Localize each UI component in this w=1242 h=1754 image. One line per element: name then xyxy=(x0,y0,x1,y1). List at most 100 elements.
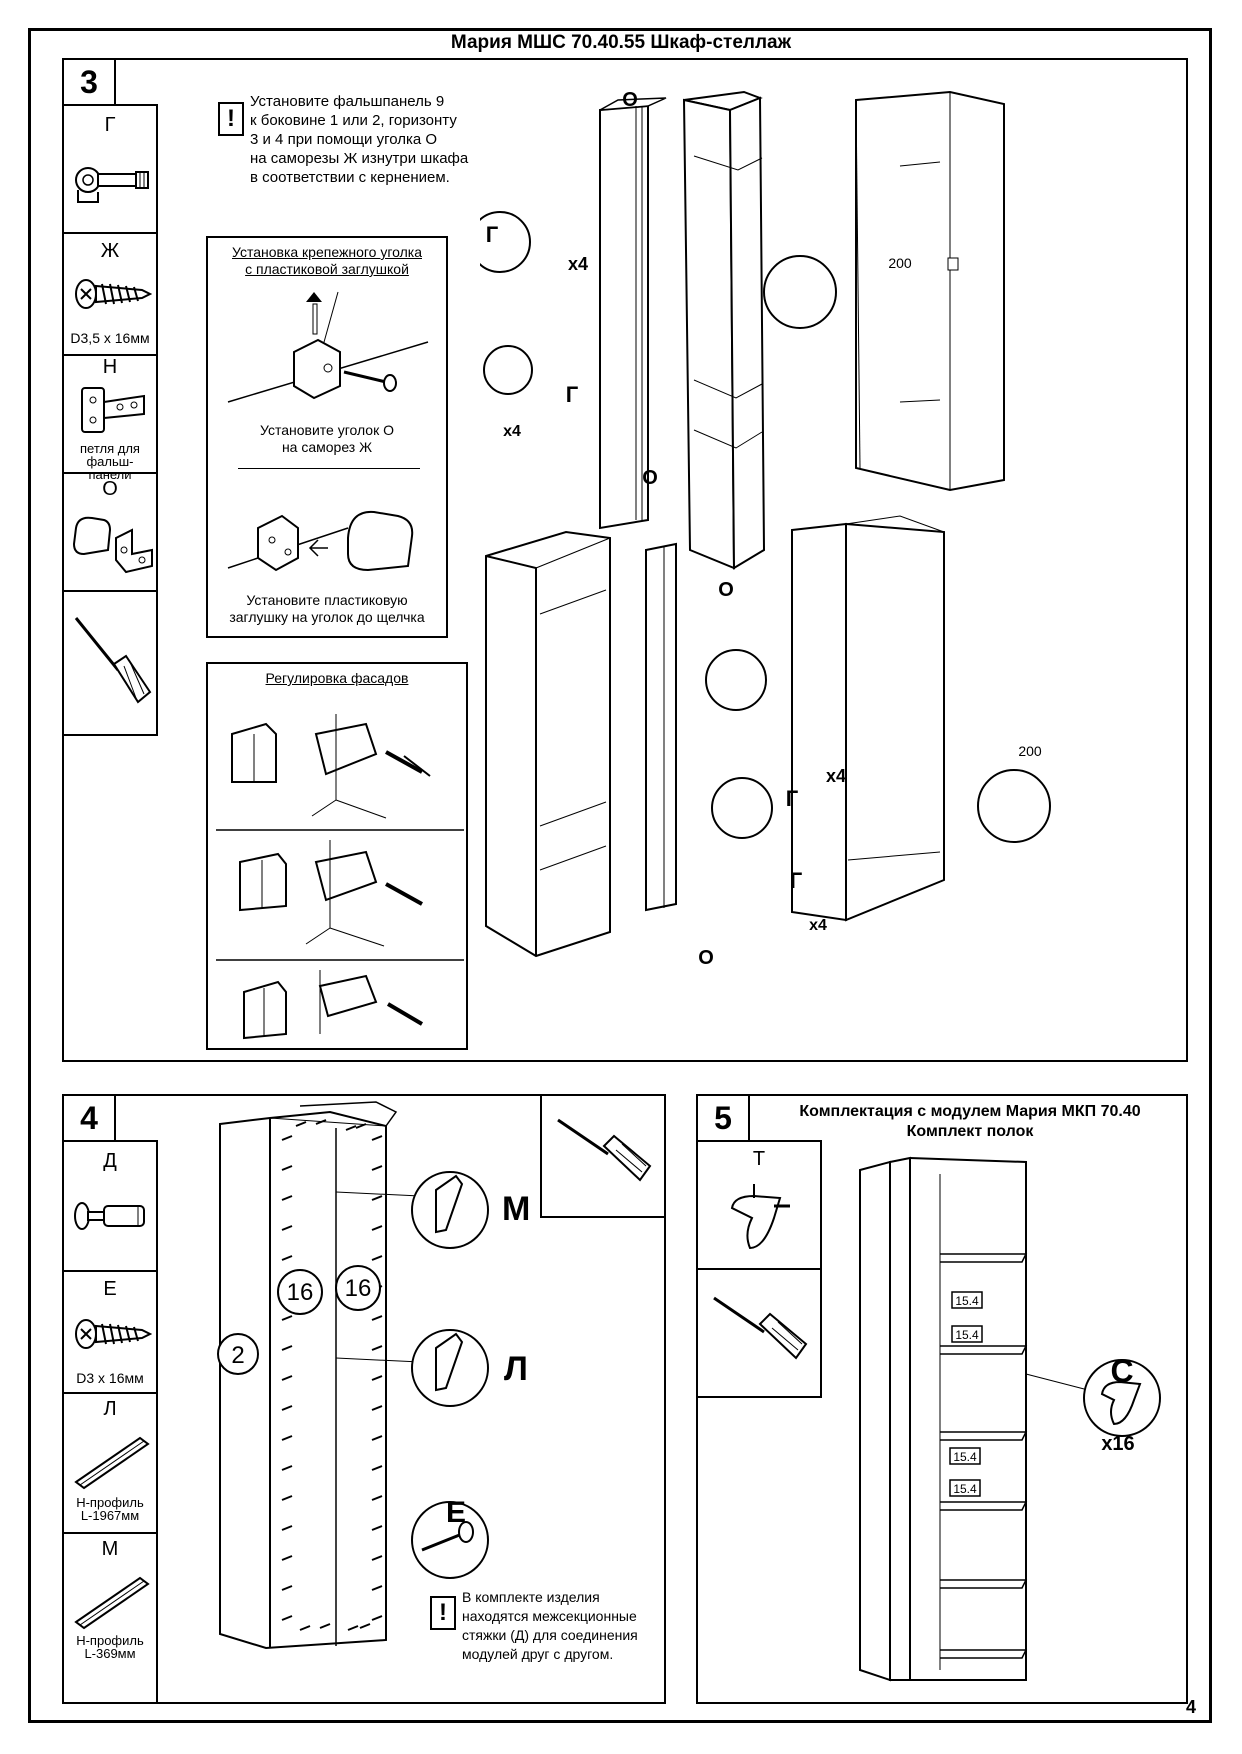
h-profile-short-icon xyxy=(74,1576,150,1630)
callout-g-4: Г xyxy=(790,868,803,893)
cam-detail-circle-4 xyxy=(711,777,773,839)
bracket-cap-diagram xyxy=(227,510,414,572)
count-circle-2 xyxy=(335,1265,381,1311)
section-5-shelf-diagram: 15.4 15.4 15.4 15.4 С х16 xyxy=(859,1156,1161,1682)
shelf-label-2: 15.4 xyxy=(955,1328,979,1342)
callout-o-4: О xyxy=(698,947,714,969)
callout-g: Г xyxy=(486,222,499,247)
bracket-caption1-line1: Установите уголок О xyxy=(260,422,394,438)
page-title: Мария МШС 70.40.55 Шкаф-стеллаж xyxy=(450,32,792,53)
callout-x4-2: х4 xyxy=(503,423,521,440)
bracket-caption-1: Установите уголок О на саморез Ж xyxy=(208,422,446,456)
part-zh-size: D3,5 х 16мм xyxy=(70,330,150,346)
part-l-label: Л xyxy=(103,1398,117,1420)
callout-x4-3: х4 xyxy=(826,766,846,786)
facade-adjust-box: Регулировка фасадов xyxy=(206,662,468,1050)
bracket-title-line2: с пластиковой заглушкой xyxy=(245,261,409,277)
section-5-title-line2: Комплект полок xyxy=(906,1123,1034,1140)
cam-detail-circle-2 xyxy=(483,345,533,395)
bracket-caption1-line2: на саморез Ж xyxy=(281,439,373,455)
cabinet-diagram-2 xyxy=(855,90,1005,492)
part-l-note-line1: Н-профиль xyxy=(76,1495,144,1510)
shelf-support-icon xyxy=(730,1184,790,1250)
part-m-note-line1: Н-профиль xyxy=(76,1633,144,1648)
cabinet-diagram-3 xyxy=(485,530,677,958)
wood-screw-icon xyxy=(75,279,152,309)
shelf-label-4: 15.4 xyxy=(953,1482,977,1496)
callout-count-2: 16 xyxy=(345,1275,372,1302)
hinge-detail-circle-1 xyxy=(763,255,837,329)
part-zh-label: Ж xyxy=(100,240,120,262)
warning-icon-2: ! xyxy=(430,1596,456,1630)
count-circle-1 xyxy=(277,1269,323,1315)
callout-dim-1: 200 xyxy=(888,255,912,271)
section-3-number: 3 xyxy=(62,58,116,106)
screwdriver-cell xyxy=(64,592,156,738)
screwdriver-icon-3 xyxy=(713,1296,808,1360)
part-t-label: Т xyxy=(752,1148,766,1170)
instruction-line: к боковине 1 или 2, горизонту xyxy=(250,112,457,129)
callout-dim-2: 200 xyxy=(1018,743,1042,759)
section-4-warning: В комплекте изделия находятся межсекцион… xyxy=(462,1588,662,1664)
part-zh-cell: Ж D3,5 х 16мм xyxy=(64,234,156,356)
instruction-line: 3 и 4 при помощи уголка О xyxy=(250,131,438,148)
corner-bracket-icon xyxy=(72,516,153,574)
callout-o-top: О xyxy=(622,89,638,111)
facade-box-title: Регулировка фасадов xyxy=(265,670,409,686)
part-g-cell: Г xyxy=(64,106,156,234)
bracket-divider xyxy=(238,468,420,469)
warning-icon: ! xyxy=(218,102,244,136)
bracket-box-title: Установка крепежного уголка с пластиково… xyxy=(208,244,446,278)
warning-line: находятся межсекционные xyxy=(462,1608,637,1624)
part-m-note: Н-профиль L-369мм xyxy=(64,1634,156,1660)
instruction-line: в соответствии с кернением. xyxy=(250,169,450,186)
section-3-parts-column: Г Ж D3,5 х 16мм Н петля для фальш-панели xyxy=(62,104,158,736)
part-e-label: Е xyxy=(103,1278,117,1300)
bracket-caption-2: Установите пластиковую заглушку на уголо… xyxy=(208,592,446,626)
callout-x4-4: х4 xyxy=(809,917,827,934)
facade-adjust-diagrams xyxy=(216,714,464,1040)
connector-bolt-icon xyxy=(74,1202,145,1230)
section-3-cabinet-diagrams xyxy=(480,90,1051,958)
warning-line: стяжки (Д) для соединения xyxy=(462,1627,638,1643)
part-n-label: Н xyxy=(102,356,118,378)
wood-screw-icon-2 xyxy=(75,1319,152,1349)
callout-panel-2: 2 xyxy=(231,1342,244,1369)
part-m-cell: М Н-профиль L-369мм xyxy=(64,1534,156,1670)
instruction-line: на саморезы Ж изнутри шкафа xyxy=(250,150,469,167)
shelves xyxy=(940,1253,1028,1659)
section-4-assembly-diagram: М Л Е 16 16 2 xyxy=(217,1101,530,1650)
screwdriver-icon-2 xyxy=(557,1118,652,1182)
page-number: 4 xyxy=(1185,1697,1196,1717)
callout-m: М xyxy=(502,1190,530,1228)
bracket-install-box: Установка крепежного уголка с пластиково… xyxy=(206,236,448,638)
part-m-label: М xyxy=(101,1538,119,1560)
facade-adjust-step-3 xyxy=(243,970,424,1040)
bracket-caption2-line1: Установите пластиковую xyxy=(246,592,408,608)
callout-count-1: 16 xyxy=(287,1279,314,1306)
callout-c: С xyxy=(1110,1353,1133,1389)
instruction-line: Установите фальшпанель 9 xyxy=(250,93,445,110)
callout-x4: х4 xyxy=(568,254,588,274)
callout-o-3: О xyxy=(718,579,734,601)
screwdriver-icon xyxy=(74,617,152,704)
panel-circle-2 xyxy=(217,1333,259,1375)
part-d-label: Д xyxy=(103,1150,117,1172)
part-o-cell: О xyxy=(64,474,156,592)
screwdriver-cell-3 xyxy=(698,1270,820,1400)
part-t-cell: Т xyxy=(698,1142,820,1270)
warning-line: В комплекте изделия xyxy=(462,1589,600,1605)
section-5-parts-column: Т xyxy=(696,1140,822,1398)
section-3-callouts: Г х4 Г х4 О О 200 Г х4 Г х4 О О 200 xyxy=(486,89,1042,969)
page-frame xyxy=(28,28,1212,1723)
cam-detail-circle-1 xyxy=(480,211,531,273)
callout-g-2: Г xyxy=(566,382,579,407)
callout-x16: х16 xyxy=(1101,1433,1134,1455)
section-5-title: Комплектация с модулем Мария МКП 70.40 К… xyxy=(752,1102,1188,1142)
section-5-number: 5 xyxy=(696,1094,750,1142)
shelf-label-1: 15.4 xyxy=(955,1294,979,1308)
cabinet-diagram-4 xyxy=(791,515,945,922)
part-g-label: Г xyxy=(104,114,116,136)
facade-adjust-step-1 xyxy=(231,714,431,819)
cam-screw-icon xyxy=(75,167,149,203)
